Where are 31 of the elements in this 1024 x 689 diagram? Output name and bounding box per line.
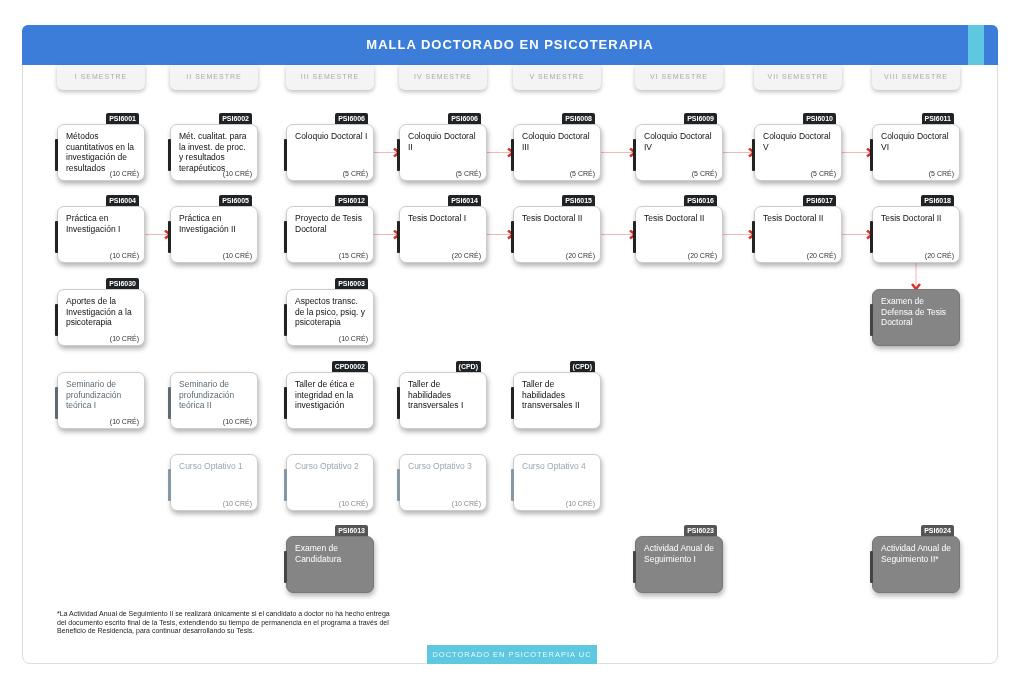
course-title: Curso Optativo 3 <box>408 461 473 472</box>
course-title: Coloquio Doctoral V <box>763 131 832 152</box>
course-title: Examen de Candidatura <box>295 543 343 564</box>
course-title: Seminario de profundización teórica I <box>66 379 123 411</box>
course-title: Práctica en Investigación I <box>66 213 122 234</box>
course-title: Examen de Defensa de Tesis Doctoral <box>881 296 948 328</box>
course-title: Aportes de la Investigación a la psicoterapia <box>66 296 133 328</box>
course-title: Coloquio Doctoral I <box>295 131 368 142</box>
course-title: Curso Optativo 1 <box>179 461 244 472</box>
course-title: Coloquio Doctoral VI <box>881 131 950 152</box>
course-title: Coloquio Doctoral III <box>522 131 591 152</box>
course-title: Actividad Anual de Seguimiento II* <box>881 543 952 564</box>
page-title: MALLA DOCTORADO EN PSICOTERAPIA <box>365 37 655 52</box>
course-title: Práctica en Investigación II <box>179 213 237 234</box>
course-title: Coloquio Doctoral II <box>408 131 477 152</box>
course-title: Tesis Doctoral II <box>522 213 584 224</box>
course-title: Seminario de profundización teórica II <box>179 379 236 411</box>
course-title: Tesis Doctoral II <box>881 213 943 224</box>
course-title: Actividad Anual de Seguimiento I <box>644 543 715 564</box>
course-title: Taller de habilidades transversales I <box>408 379 465 411</box>
course-title: Tesis Doctoral I <box>408 213 468 224</box>
course-title: Aspectos transc. de la psico, psiq. y psicoterapia <box>295 296 366 328</box>
course-title: Curso Optativo 4 <box>522 461 587 472</box>
course-title: Proyecto de Tesis Doctoral <box>295 213 363 234</box>
course-title: Coloquio Doctoral IV <box>644 131 713 152</box>
course-title: Taller de ética e integridad en la investigación <box>295 379 356 411</box>
arrow <box>910 262 922 291</box>
course-title: Curso Optativo 2 <box>295 461 360 472</box>
course-title: Tesis Doctoral II <box>763 213 825 224</box>
course-title: Tesis Doctoral II <box>644 213 706 224</box>
course-title: Taller de habilidades transversales II <box>522 379 581 411</box>
